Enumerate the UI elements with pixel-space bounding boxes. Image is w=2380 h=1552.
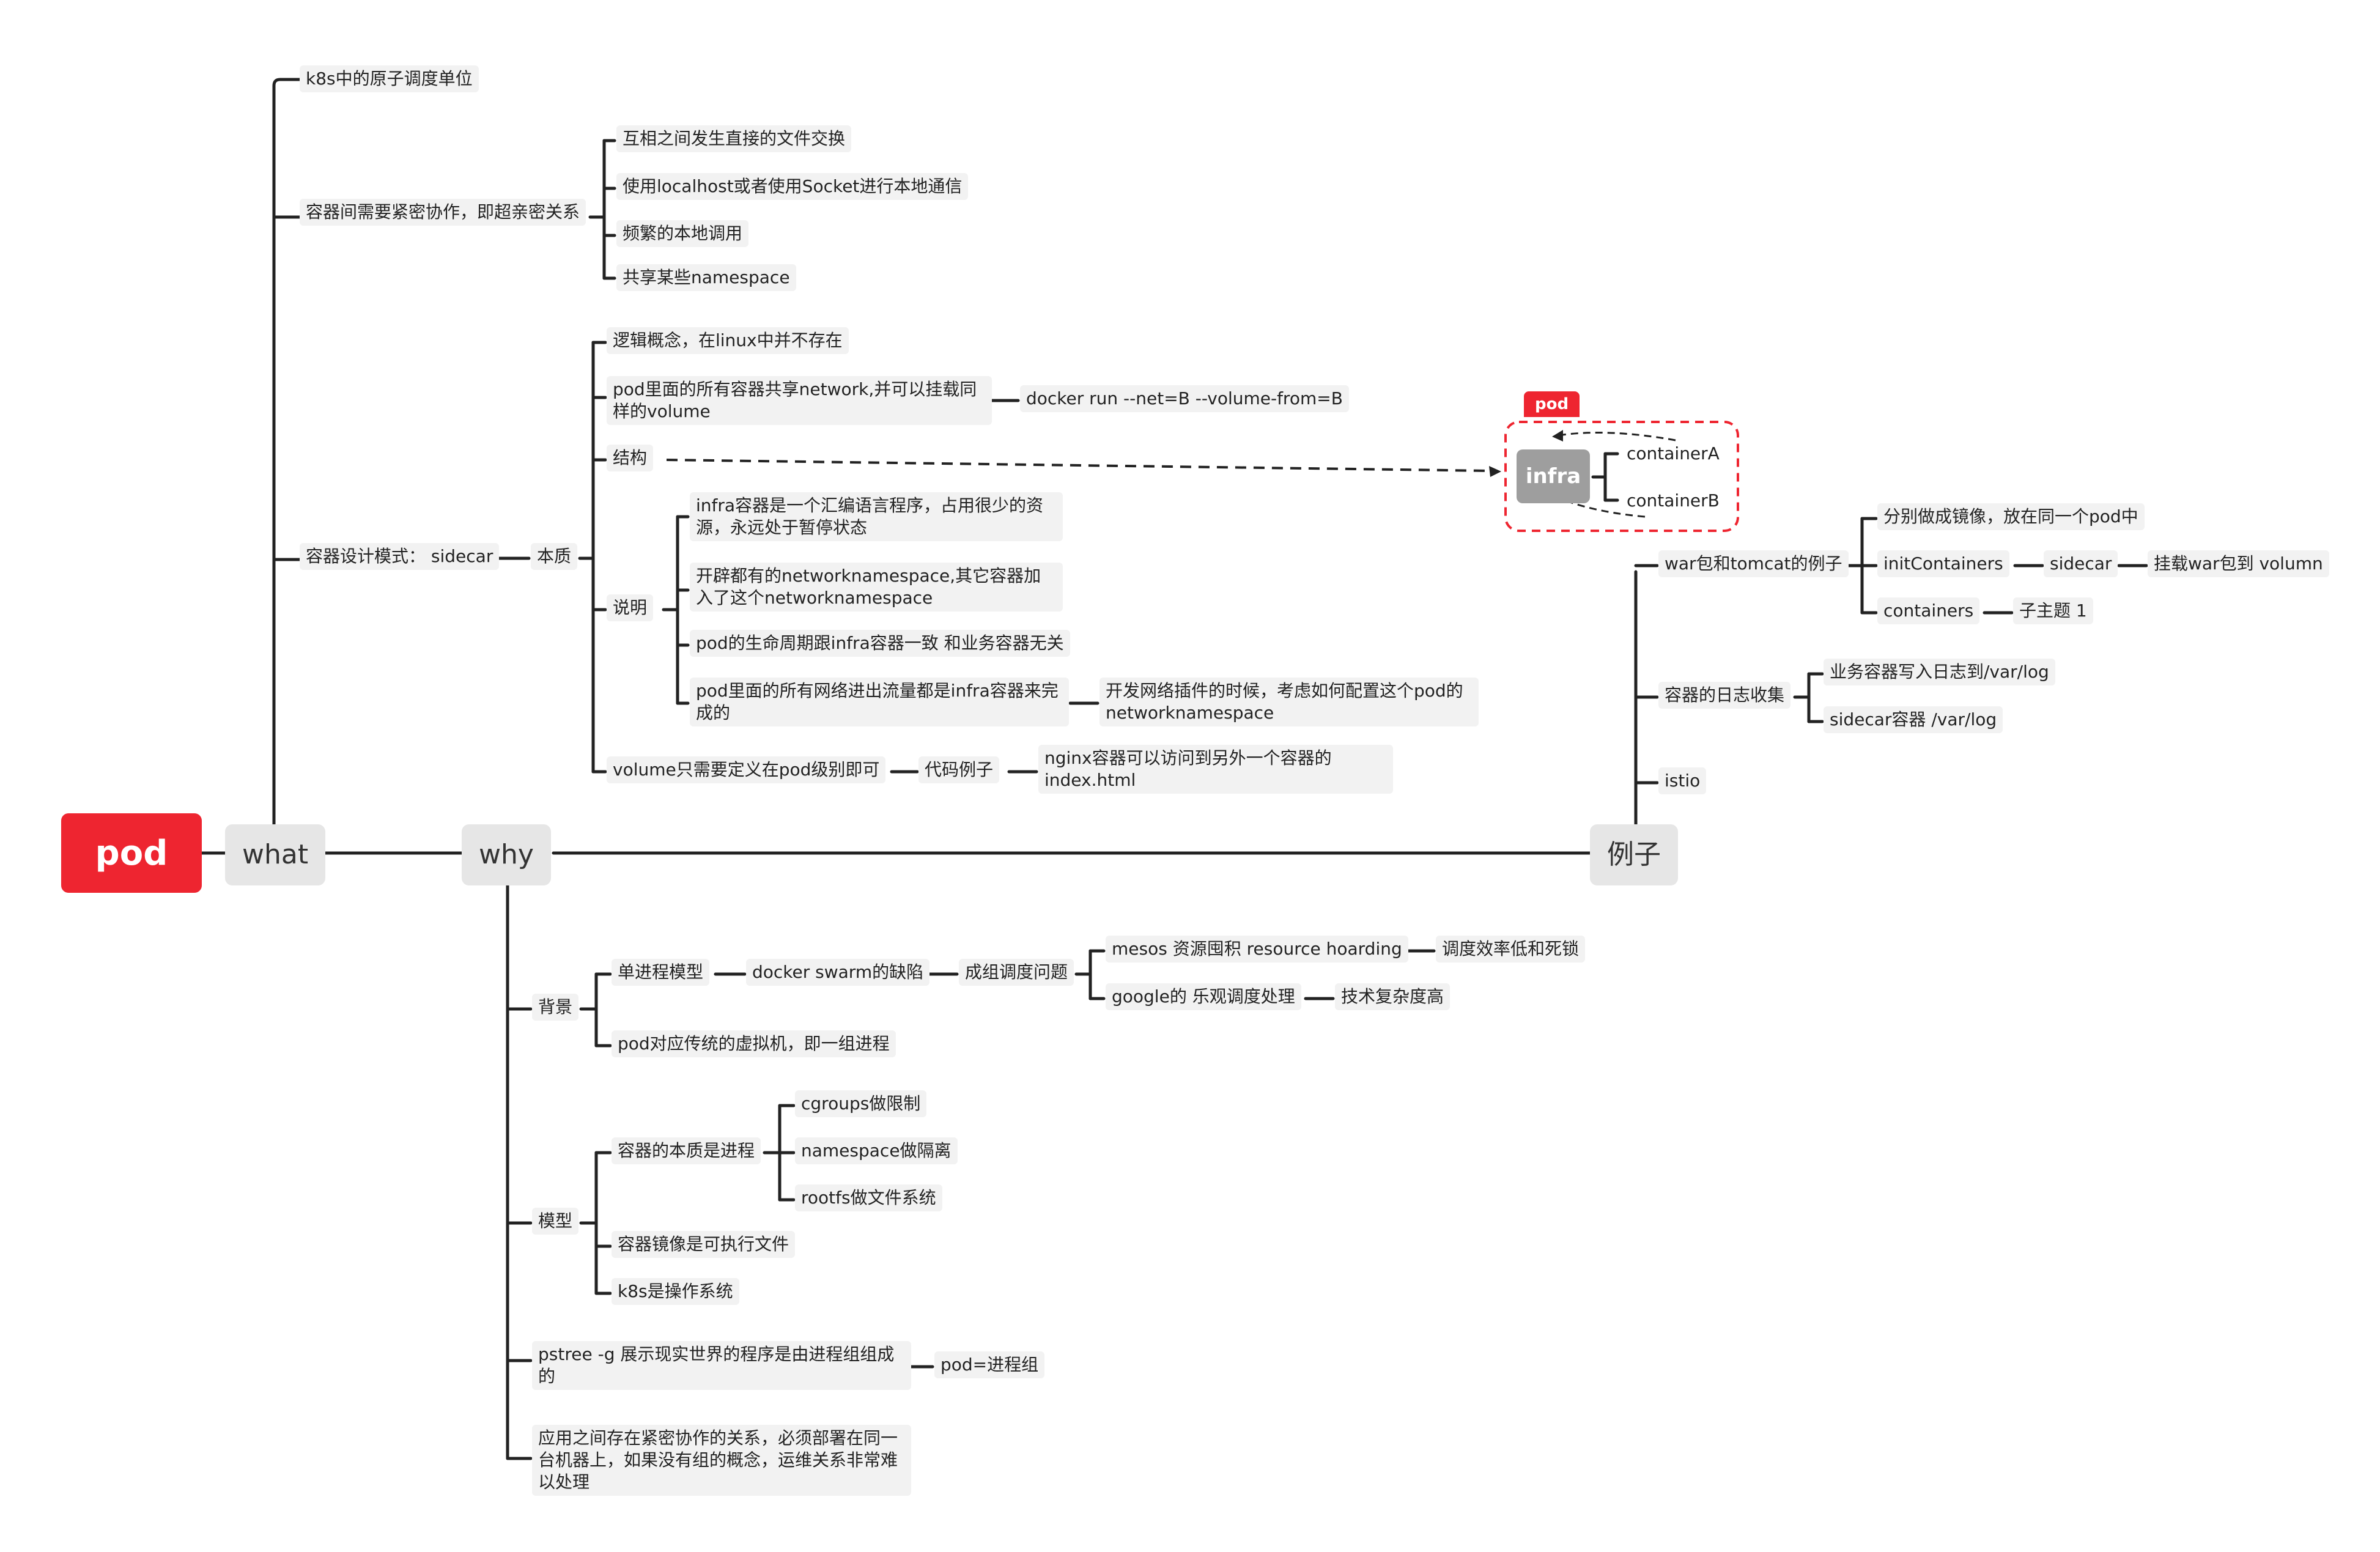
node-group-schedule[interactable]: 成组调度问题 (959, 959, 1074, 986)
node-mesos-result[interactable]: 调度效率低和死锁 (1436, 936, 1586, 963)
node-pod-group[interactable]: pod=进程组 (934, 1351, 1045, 1378)
node-process-item[interactable]: rootfs做文件系统 (795, 1184, 942, 1211)
node-intimate-item[interactable]: 频繁的本地调用 (616, 220, 749, 247)
node-process[interactable]: 容器的本质是进程 (612, 1137, 761, 1164)
node-atomic-unit[interactable]: k8s中的原子调度单位 (300, 65, 479, 92)
node-istio[interactable]: istio (1658, 767, 1707, 794)
node-volume[interactable]: volume只需要定义在pod级别即可 (607, 756, 886, 783)
node-explain-item[interactable]: 开辟都有的networknamespace,其它容器加入了这个networkna… (690, 563, 1063, 612)
node-google[interactable]: google的 乐观调度处理 (1106, 983, 1301, 1010)
node-init-containers[interactable]: initContainers (1877, 550, 2009, 577)
node-code-example[interactable]: 代码例子 (918, 756, 1000, 783)
node-pstree[interactable]: pstree -g 展示现实世界的程序是由进程组组成的 (532, 1341, 911, 1390)
node-sidecar[interactable]: sidecar (2044, 550, 2118, 577)
node-model[interactable]: 模型 (532, 1208, 579, 1235)
node-essence[interactable]: 本质 (531, 543, 578, 570)
node-k8s-os[interactable]: k8s是操作系统 (612, 1278, 739, 1305)
node-explain-item[interactable]: infra容器是一个汇编语言程序，占用很少的资源，永远处于暂停状态 (690, 492, 1063, 541)
node-nginx[interactable]: nginx容器可以访问到另外一个容器的index.html (1038, 745, 1393, 794)
node-intimate-item[interactable]: 共享某些namespace (616, 264, 796, 291)
node-intimate-relation[interactable]: 容器间需要紧密协作，即超亲密关系 (300, 199, 586, 226)
topic-why[interactable]: why (462, 824, 551, 885)
node-design-pattern[interactable]: 容器设计模式： sidecar (300, 543, 500, 570)
node-mesos[interactable]: mesos 资源囤积 resource hoarding (1106, 936, 1408, 963)
node-explain[interactable]: 说明 (607, 594, 654, 621)
container-b[interactable]: containerB (1627, 490, 1720, 511)
node-explain-item[interactable]: pod里面的所有网络进出流量都是infra容器来完成的 (690, 678, 1069, 726)
node-log-item[interactable]: sidecar容器 /var/log (1824, 706, 2003, 733)
node-log-item[interactable]: 业务容器写入日志到/var/log (1824, 659, 2055, 685)
node-process-item[interactable]: cgroups做限制 (795, 1090, 927, 1117)
container-a[interactable]: containerA (1627, 443, 1720, 464)
node-containers[interactable]: containers (1877, 597, 1980, 624)
node-log-collect[interactable]: 容器的日志收集 (1658, 682, 1791, 709)
node-image[interactable]: 容器镜像是可执行文件 (612, 1231, 796, 1258)
node-war-tomcat[interactable]: war包和tomcat的例子 (1658, 550, 1849, 577)
topic-example[interactable]: 例子 (1590, 824, 1678, 885)
node-subtopic[interactable]: 子主题 1 (2013, 597, 2093, 624)
node-intimate-item[interactable]: 使用localhost或者使用Socket进行本地通信 (616, 173, 969, 200)
node-plugin-note[interactable]: 开发网络插件的时候，考虑如何配置这个pod的networknamespace (1099, 678, 1479, 726)
node-docker-command[interactable]: docker run --net=B --volume-from=B (1020, 385, 1349, 412)
node-intimate-item[interactable]: 互相之间发生直接的文件交换 (616, 125, 852, 152)
node-explain-item[interactable]: pod的生命周期跟infra容器一致 和业务容器无关 (690, 630, 1070, 657)
topic-what[interactable]: what (225, 824, 326, 885)
node-deploy[interactable]: 应用之间存在紧密协作的关系，必须部署在同一台机器上，如果没有组的概念，运维关系非… (532, 1425, 911, 1496)
node-single-process[interactable]: 单进程模型 (612, 959, 710, 986)
node-mount-war[interactable]: 挂载war包到 volumn (2148, 550, 2329, 577)
pod-badge: pod (1524, 391, 1580, 417)
node-process-item[interactable]: namespace做隔离 (795, 1137, 958, 1164)
node-background[interactable]: 背景 (532, 994, 579, 1021)
node-logic-concept[interactable]: 逻辑概念，在linux中并不存在 (607, 327, 849, 354)
infra-container[interactable]: infra (1517, 449, 1590, 503)
node-separate-image[interactable]: 分别做成镜像，放在同一个pod中 (1877, 503, 2145, 530)
node-vm[interactable]: pod对应传统的虚拟机，即一组进程 (612, 1030, 896, 1057)
node-share-network[interactable]: pod里面的所有容器共享network,并可以挂载同样的volume (607, 376, 992, 425)
node-google-result[interactable]: 技术复杂度高 (1335, 983, 1451, 1010)
root-node-pod[interactable]: pod (61, 813, 202, 893)
node-structure[interactable]: 结构 (607, 445, 654, 471)
node-swarm[interactable]: docker swarm的缺陷 (746, 959, 930, 986)
